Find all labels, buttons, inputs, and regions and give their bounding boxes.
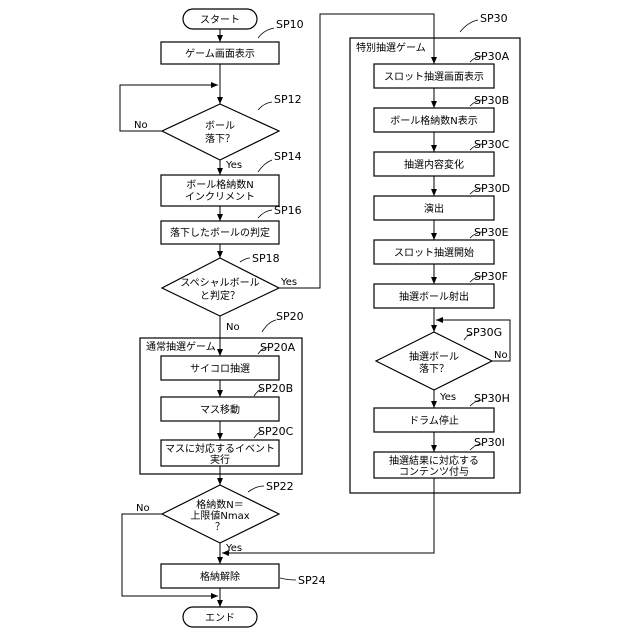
sp30g-no-label: No [494,350,508,361]
sp30g-label: SP30G [466,326,502,339]
sp12-decision [162,104,279,160]
sp24-text: 格納解除 [200,570,240,583]
special-lottery-game-title: 特別抽選ゲーム [356,41,426,54]
sp30c-text: 抽選内容変化 [404,158,464,171]
sp14-label: SP14 [274,150,302,163]
sp30e-label: SP30E [474,226,509,239]
sp30-label: SP30 [480,12,508,25]
normal-lottery-game-title: 通常抽選ゲーム [146,340,216,353]
sp30i-line2: コンテンツ付与 [399,465,469,478]
sp14-line2: インクリメント [185,191,255,203]
sp12-label: SP12 [274,93,302,106]
end-text: エンド [205,613,235,624]
sp18-line2: と判定？ [200,289,240,302]
sp22-line2: 上限値Nmax [190,509,249,522]
sp30f-label: SP30F [474,270,508,283]
sp18-label: SP18 [252,252,280,265]
sp22-label: SP22 [266,480,294,493]
sp20a-label: SP20A [260,341,296,354]
sp30a-text: スロット抽選画面表示 [384,70,484,83]
sp30g-yes-label: Yes [439,392,456,403]
sp30d-text: 演出 [424,202,444,215]
sp30g-line2: 落下？ [419,363,449,375]
sp30a-label: SP30A [474,50,510,63]
sp18-line1: スペシャルボール [180,277,259,289]
sp22-line1: 格納数N＝ [196,498,243,511]
sp30f-text: 抽選ボール射出 [399,290,469,303]
sp20c-line1: マスに対応するイベント [165,442,275,455]
start-text: スタート [200,14,240,26]
sp20-label: SP20 [276,310,304,323]
sp30g-line1: 抽選ボール [409,350,459,363]
sp16-label: SP16 [274,204,302,217]
sp16-text: 落下したボールの判定 [170,226,270,239]
sp20a-text: サイコロ抽選 [190,362,250,375]
sp30i-label: SP30I [474,436,505,449]
sp14-line1: ボール格納数N [186,178,253,191]
sp22-line3: ？ [215,522,225,533]
sp30e-text: スロット抽選開始 [394,246,474,259]
sp20b-label: SP20B [258,382,293,395]
sp22-no-label: No [136,503,150,514]
sp10-text: ゲーム画面表示 [185,47,255,60]
sp30b-label: SP30B [474,94,509,107]
sp30h-label: SP30H [474,392,510,405]
sp12-yes-label: Yes [225,160,242,171]
sp12-line2: 落下？ [205,133,235,145]
sp18-yes-label: Yes [280,277,297,288]
sp30h-text: ドラム停止 [409,414,459,427]
sp20c-label: SP20C [258,425,294,438]
sp18-no-label: No [226,322,240,333]
sp12-no-label: No [134,120,148,131]
sp10-label: SP10 [276,18,304,31]
sp20c-line2: 実行 [210,453,230,466]
sp12-line1: ボール [205,120,235,132]
sp30c-label: SP30C [474,138,510,151]
sp20b-text: マス移動 [200,403,240,416]
sp30b-text: ボール格納数N表示 [390,114,477,127]
sp24-label: SP24 [298,574,326,587]
sp22-yes-label: Yes [225,543,242,554]
sp30i-line1: 抽選結果に対応する [389,454,479,467]
sp30d-label: SP30D [474,182,510,195]
